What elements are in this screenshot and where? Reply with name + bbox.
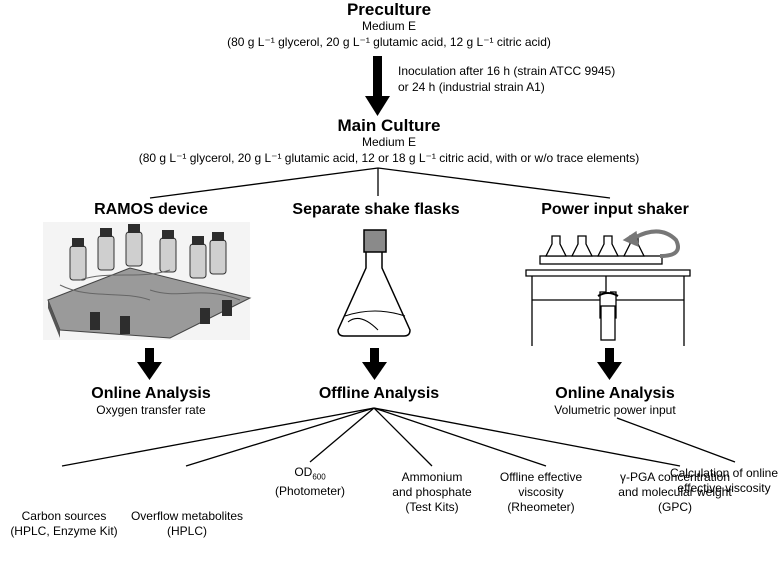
fan-line-viscosity [373, 407, 547, 467]
output-od600: OD600 (Photometer) [262, 465, 358, 499]
arrow-preculture-to-main [365, 56, 390, 116]
output-od-line-1: OD600 [262, 465, 358, 484]
output-pga-concentration: γ-PGA concentration and molecular weight… [600, 470, 750, 515]
power-input-shaker-drawing [525, 229, 691, 346]
ramos-analysis-title: Online Analysis [91, 385, 211, 402]
output-viscosity-line-1: Offline effective [499, 470, 583, 484]
power-input-shaker-title: Power input shaker [541, 201, 689, 218]
fan-line-overflow [185, 407, 375, 467]
shake-flasks-title: Separate shake flasks [292, 201, 460, 218]
output-ammonium-phosphate: Ammonium and phosphate (Test Kits) [384, 470, 480, 515]
output-carbon-line-2: (HPLC, Enzyme Kit) [10, 524, 118, 538]
output-od-line-2: (Photometer) [274, 484, 346, 499]
output-overflow-line-2: (HPLC) [166, 524, 207, 538]
od-label: OD [294, 465, 313, 479]
shaker-analysis-title: Online Analysis [555, 385, 675, 402]
output-overflow-line-1: Overflow metabolites [130, 509, 244, 523]
main-culture-composition: (80 g L⁻¹ glycerol, 20 g L⁻¹ glutamic ac… [138, 151, 640, 165]
calc-effective-viscosity-label: Calculation of online effective viscosit… [654, 466, 778, 496]
inoculation-line-2: or 24 h (industrial strain A1) [398, 80, 545, 94]
output-ammonium-line-1: Ammonium [401, 470, 463, 484]
output-viscosity-line-3: (Rheometer) [507, 500, 575, 514]
fan-line-carbon [61, 407, 375, 467]
ramos-device-title: RAMOS device [94, 201, 208, 218]
split-line-ramos [149, 167, 379, 199]
calc-line-2: effective viscosity [677, 481, 771, 495]
arrow-flasks-down [362, 348, 387, 380]
output-pga-line-1: γ-PGA concentration [619, 470, 731, 484]
split-line-shaker [377, 167, 611, 199]
output-overflow-metabolites: Overflow metabolites (HPLC) [128, 509, 246, 539]
shake-flask-drawing [337, 229, 411, 337]
main-culture-title: Main Culture [337, 116, 441, 135]
ramos-device-photo [43, 222, 252, 340]
shaker-analysis-subtitle: Volumetric power input [554, 403, 676, 417]
preculture-medium: Medium E [361, 19, 417, 33]
main-culture-medium: Medium E [361, 135, 417, 149]
output-ammonium-line-2: and phosphate [392, 485, 472, 499]
fan-line-od [309, 407, 375, 463]
arrow-ramos-down [137, 348, 162, 380]
od-subscript: 600 [312, 472, 326, 482]
output-pga-line-2: and molecular weight [618, 485, 732, 499]
ramos-analysis-subtitle: Oxygen transfer rate [96, 403, 206, 417]
output-carbon-line-1: Carbon sources [21, 509, 107, 523]
inoculation-line-1: Inoculation after 16 h (strain ATCC 9945… [398, 64, 616, 78]
fan-line-pga [373, 407, 681, 467]
output-carbon-sources: Carbon sources (HPLC, Enzyme Kit) [4, 509, 124, 539]
calc-line-1: Calculation of online [669, 466, 778, 480]
output-ammonium-line-3: (Test Kits) [405, 500, 459, 514]
output-offline-viscosity: Offline effective viscosity (Rheometer) [486, 470, 596, 515]
arrow-shaker-down [597, 348, 622, 380]
preculture-composition: (80 g L⁻¹ glycerol, 20 g L⁻¹ glutamic ac… [227, 35, 551, 49]
calc-line [616, 417, 736, 463]
output-viscosity-line-2: viscosity [518, 485, 564, 499]
flasks-analysis-title: Offline Analysis [318, 385, 440, 402]
output-pga-line-3: (GPC) [658, 500, 692, 514]
fan-line-ammonium [373, 407, 433, 467]
preculture-title: Preculture [346, 0, 432, 19]
